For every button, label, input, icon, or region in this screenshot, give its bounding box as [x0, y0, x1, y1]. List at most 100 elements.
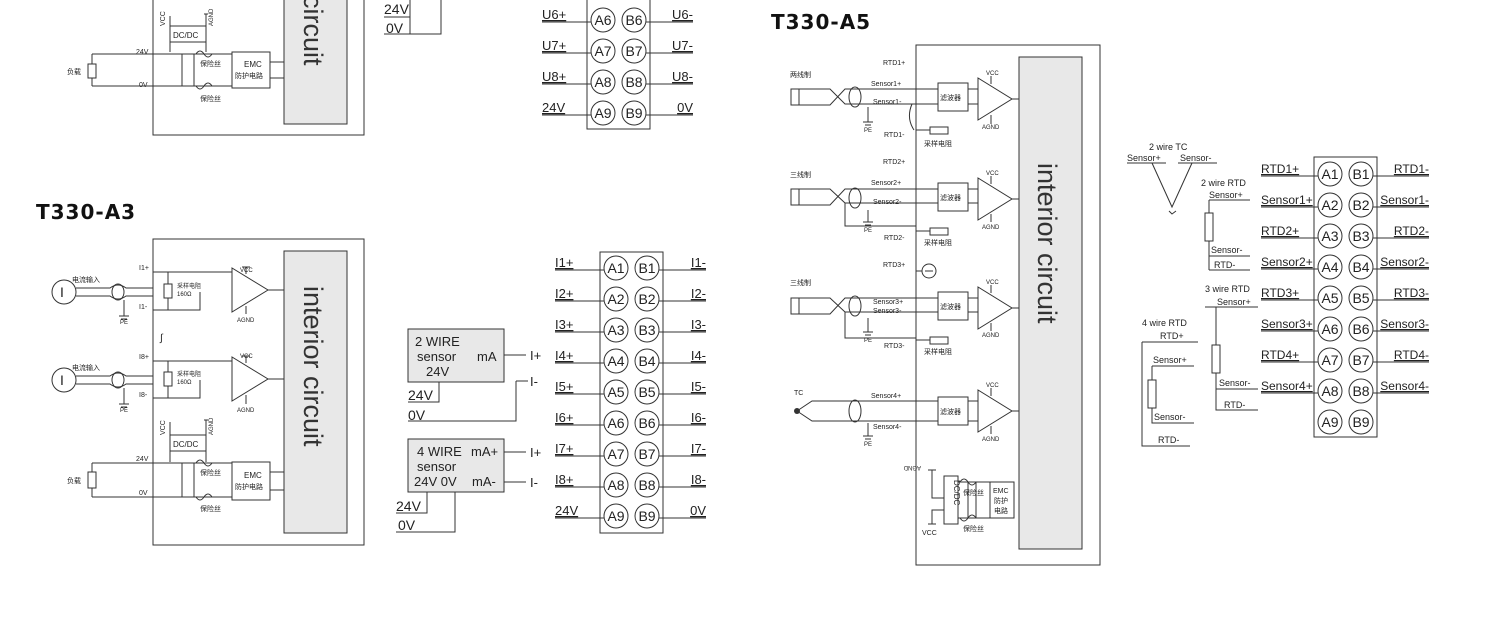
- emc-box: [231, 461, 271, 501]
- terminal-pin-a: [590, 100, 616, 126]
- continuation-mark: ∫: [159, 333, 164, 344]
- pe-label: PE: [864, 228, 872, 234]
- terminal-pin-a-label: A8: [1321, 383, 1338, 399]
- terminal-pin-b: [634, 348, 660, 374]
- s4m-label: Sensor4-: [873, 424, 902, 431]
- interior-circuit-label: interior circuit: [298, 286, 328, 447]
- terminal-pin-a-label: A2: [1321, 197, 1338, 213]
- title-a3: T330-A3: [36, 200, 136, 224]
- terminal-label-right: I3-: [691, 317, 706, 332]
- terminal-label-right: RTD1-: [1394, 162, 1429, 176]
- terminal-pin-a-label: A4: [607, 353, 624, 369]
- terminal-pin-a-label: A1: [607, 260, 624, 276]
- terminal-label-left: RTD3+: [1261, 286, 1299, 300]
- terminal-pin-b: [1348, 285, 1374, 311]
- filter-label: 滤波器: [940, 93, 961, 102]
- terminal-pin-b: [621, 100, 647, 126]
- terminal-label-right: RTD2-: [1394, 224, 1429, 238]
- agnd-label: AGND: [982, 125, 1000, 131]
- rtd-element: [790, 297, 800, 315]
- terminal-label-left: I7+: [555, 441, 573, 456]
- terminal-label-left: I6+: [555, 410, 573, 425]
- terminal-pin-b-label: B3: [1352, 228, 1369, 244]
- terminal-pin-b-label: B2: [638, 291, 655, 307]
- dcdc-box: [169, 434, 207, 452]
- tc-sensor-minus: Sensor-: [1180, 153, 1212, 163]
- terminal-label-left: I8+: [555, 472, 573, 487]
- three-wire-label: 三线制: [790, 278, 811, 287]
- vcc-label: VCC: [240, 268, 253, 274]
- a5-module: interior circuit 两线制 PE RTD1+ Sensor1+ S…: [790, 44, 1101, 566]
- rtd2m-label: RTD2-: [884, 235, 905, 242]
- v24-label: 24V: [136, 49, 149, 56]
- vcc-label: VCC: [922, 530, 937, 537]
- dcdc-label: DC/DC: [173, 31, 199, 40]
- four-wire-sensor: 4 WIRE sensor 24V 0V mA+ mA- I+ I- 24V 0…: [396, 438, 541, 533]
- terminal-pin-b: [634, 410, 660, 436]
- terminal-pin-b: [1348, 161, 1374, 187]
- terminal-pin-a: [590, 7, 616, 33]
- tc-sensor-plus: Sensor+: [1127, 153, 1161, 163]
- terminal-pin-a: [1317, 285, 1343, 311]
- terminal-pin-b-label: B9: [638, 508, 655, 524]
- v24-output: 24V: [384, 1, 410, 17]
- agnd-label: AGND: [209, 8, 215, 26]
- agnd-label: AGND: [982, 333, 1000, 339]
- terminal-pin-a-label: A6: [607, 415, 624, 431]
- emc-short-label: 防护: [994, 496, 1008, 505]
- filter-box: [937, 82, 969, 112]
- terminal-pin-a: [603, 379, 629, 405]
- terminal-pin-b-label: B1: [1352, 166, 1369, 182]
- emc-circuit-label: 防护电路: [235, 482, 263, 491]
- filter-label: 滤波器: [940, 193, 961, 202]
- dcdc-label: DC/DC: [952, 480, 961, 506]
- terminal-pin-b-label: B9: [625, 105, 642, 121]
- terminal-pin-a: [1317, 192, 1343, 218]
- i1m-label: I1-: [139, 304, 148, 311]
- terminal-pin-b: [1348, 409, 1374, 435]
- res-value: 160Ω: [177, 380, 192, 386]
- terminal-pin-a-label: A5: [1321, 290, 1338, 306]
- terminal-pin-a-label: A3: [607, 322, 624, 338]
- sample-resistor: [929, 126, 949, 135]
- interior-circuit-block: [283, 0, 348, 125]
- rtd2-rtd-minus: RTD-: [1214, 260, 1235, 270]
- terminal-pin-a: [1317, 254, 1343, 280]
- terminal-label-left: RTD1+: [1261, 162, 1299, 176]
- two-wire-sensor: 2 WIRE sensor mA 24V I+ I- 24V 0V: [407, 328, 541, 423]
- terminal-pin-b: [634, 286, 660, 312]
- rtd2-title: 2 wire RTD: [1201, 178, 1246, 188]
- terminal-pin-b-label: B7: [625, 43, 642, 59]
- terminal-pin-a-label: A1: [1321, 166, 1338, 182]
- terminal-label-left: Sensor2+: [1261, 255, 1313, 269]
- terminal-pin-b: [634, 503, 660, 529]
- sample-resistor: [929, 336, 949, 345]
- s2m-label: Sensor2-: [873, 199, 902, 206]
- pe-label: PE: [864, 442, 872, 448]
- i8m-label: I8-: [139, 392, 148, 399]
- load-label: 负载: [67, 476, 81, 485]
- v0-output: 0V: [408, 407, 426, 423]
- terminal-label-left: U8+: [542, 69, 566, 84]
- sensor-subtitle: sensor: [417, 459, 457, 474]
- rtd3p-label: RTD3+: [883, 262, 905, 269]
- emc-label: EMC: [993, 488, 1009, 495]
- vcc-label: VCC: [986, 383, 999, 389]
- sample-resistor: [163, 283, 173, 299]
- terminal-pin-a-label: A8: [594, 74, 611, 90]
- terminal-label-left: Sensor1+: [1261, 193, 1313, 207]
- terminal-label-left: I3+: [555, 317, 573, 332]
- sample-res-label: 采样电阻: [177, 282, 201, 290]
- terminal-pin-a: [1317, 378, 1343, 404]
- terminal-pin-a-label: A2: [607, 291, 624, 307]
- terminal-pin-a: [603, 286, 629, 312]
- terminal-pin-a-label: A6: [1321, 321, 1338, 337]
- terminal-label-right: Sensor3-: [1380, 317, 1429, 331]
- terminal-pin-b: [621, 38, 647, 64]
- terminal-pin-b: [634, 441, 660, 467]
- rtd-element: [1147, 379, 1157, 409]
- fuse-label: 保险丝: [963, 488, 984, 497]
- terminal-label-right: I4-: [691, 348, 706, 363]
